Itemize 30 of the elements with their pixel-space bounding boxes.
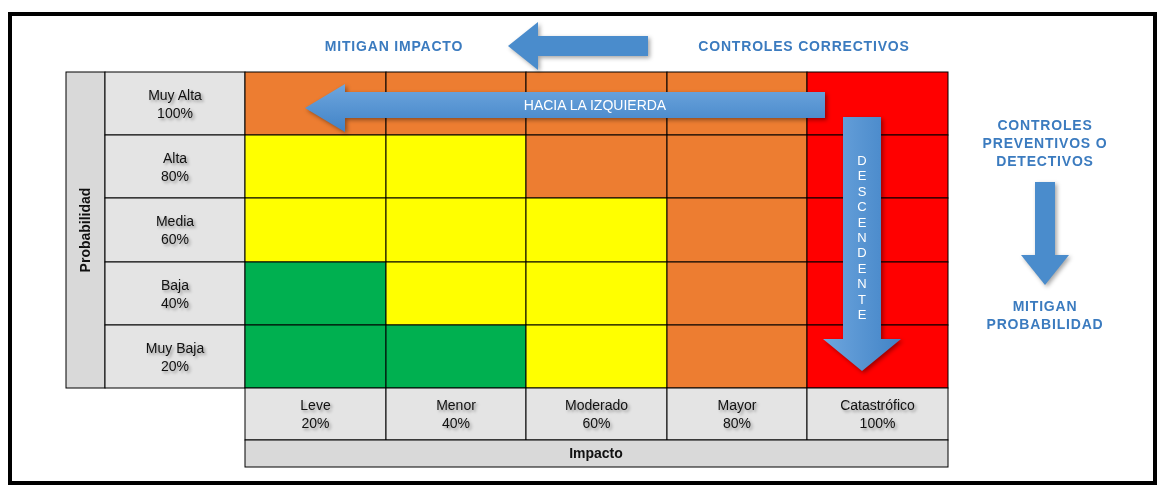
header-text: 60% xyxy=(161,231,189,247)
axis-title: Probabilidad xyxy=(77,187,93,273)
axis-title: Impacto xyxy=(569,445,623,461)
header-text: Moderado xyxy=(565,397,628,413)
header-text: Leve xyxy=(300,397,331,413)
header-text: Muy Baja xyxy=(145,339,205,356)
header-text: 60% xyxy=(582,415,611,431)
header-text: Media xyxy=(155,213,195,229)
header-text: 80% xyxy=(723,415,751,431)
header-text: Muy Alta xyxy=(148,86,202,103)
header-text: 20% xyxy=(161,357,189,374)
header-text: 40% xyxy=(161,294,189,311)
caption-text: CONTROLES PREVENTIVOS O DETECTIVOS xyxy=(981,116,1109,170)
header-text: 100% xyxy=(157,104,193,121)
header-text: Menor xyxy=(436,397,476,413)
header-text: Catastrófico xyxy=(840,397,915,413)
header-text: 40% xyxy=(442,415,470,431)
header-text: Alta xyxy=(162,149,188,166)
header-text: 20% xyxy=(301,415,330,431)
header-text: 100% xyxy=(859,415,896,431)
arrow xyxy=(1021,182,1069,285)
caption-text: MITIGAN IMPACTO xyxy=(324,37,464,55)
caption-text: CONTROLES CORRECTIVOS xyxy=(698,37,910,55)
header-text: 80% xyxy=(161,167,189,184)
arrow-label: DESCENDENTE xyxy=(856,153,868,323)
arrow xyxy=(508,22,648,70)
arrow-label: HACIA LA IZQUIERDA xyxy=(523,97,667,113)
caption-text: MITIGAN PROBABILIDAD xyxy=(985,297,1105,333)
header-text: Baja xyxy=(161,276,189,293)
header-text: Mayor xyxy=(717,397,757,413)
